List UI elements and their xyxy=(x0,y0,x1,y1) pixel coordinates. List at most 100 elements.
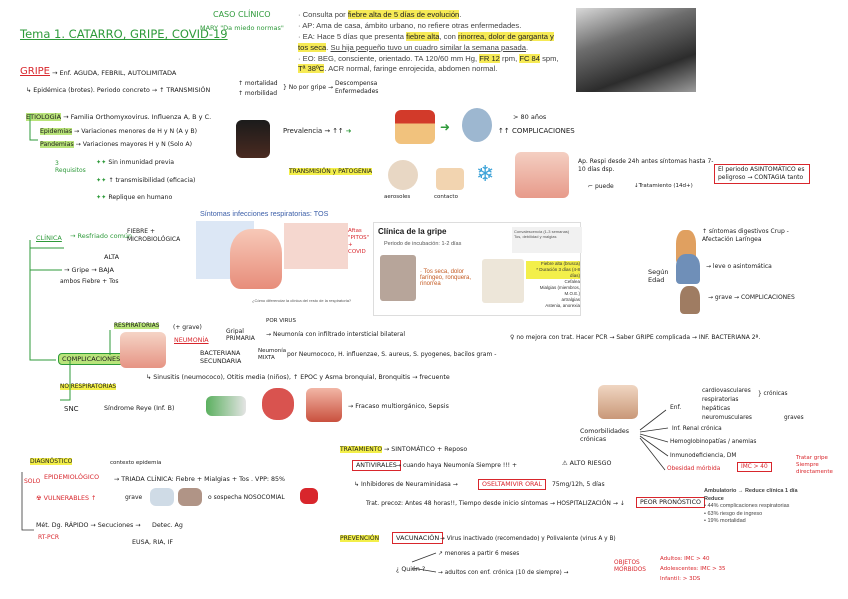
tos-slide-q: ¿Cómo diferenciar la clínica del resto d… xyxy=(252,298,352,303)
lungs-image-2 xyxy=(120,332,166,368)
gripe-epi: ↳ Epidémica (brotes). Periodo concreto →… xyxy=(26,87,211,94)
gripe-def: → Enf. AGUDA, FEBRIL, AUTOLIMITADA xyxy=(52,69,177,77)
complicaciones-up: ↑↑ COMPLICACIONES xyxy=(498,127,575,135)
gripe-desc: Descompensa Enfermedades xyxy=(335,80,379,95)
contexto: contexto epidemia xyxy=(110,460,162,466)
tos-slide-lungs xyxy=(230,229,282,289)
vulnerables: ☢ VULNERABLES ↑ xyxy=(36,495,97,502)
prevalencia: Prevalencia → ↑↑ ➜ xyxy=(283,127,352,135)
c3: hepáticas xyxy=(702,406,731,412)
menores: ↗ menores a partir 6 meses xyxy=(438,551,520,557)
enf: Enf. xyxy=(670,404,682,411)
elder-icon-2 xyxy=(680,286,700,314)
reye: Síndrome Reye (Inf. B) xyxy=(104,405,175,412)
snc: SNC xyxy=(64,405,79,413)
snowflake-icon: ❄ xyxy=(476,162,495,187)
hospital-sign xyxy=(300,488,318,504)
alta: ALTA xyxy=(104,253,120,261)
triada: → TRIADA CLÍNICA: Fiebre + Mialgias + To… xyxy=(114,476,286,483)
requisitos: 3 Requisitos xyxy=(55,160,86,174)
detec: Detec. Ag xyxy=(152,522,183,529)
film-photo xyxy=(576,8,696,92)
bacteriana: BACTERIANA SECUNDARIA xyxy=(200,350,242,365)
inmuno: Inmunodeficiencia, DM xyxy=(670,453,737,459)
diag-epi: EPIDEMIOLÓGICO xyxy=(44,474,100,481)
cronicas-label: Comorbilidades crónicas xyxy=(580,428,630,443)
oseltamivir: OSELTAMIVIR ORAL xyxy=(478,479,546,490)
gripe-mort: ↑ mortalidad xyxy=(238,80,278,87)
amb-box: Ambulatorio → Reduce clínica 1 día Reduc… xyxy=(704,488,798,524)
gripe-label: GRIPE xyxy=(20,66,50,77)
cuando: → cuando haya Neumonía Siempre !!! + xyxy=(396,462,517,469)
otras: ↳ Sinusitis (neumococo), Otitis media (n… xyxy=(146,374,450,381)
etio-row: ETIOLOGÍA → Familia Orthomyxovirus. Infl… xyxy=(26,113,212,121)
case-text: · Consulta por fiebre alta de 5 días de … xyxy=(298,10,559,74)
baja: → Gripe → BAJA xyxy=(64,266,114,274)
patient-photo xyxy=(150,488,174,506)
edad-label: Según Edad xyxy=(648,268,669,284)
quien: ¿ Quién ? xyxy=(396,566,426,573)
c2: respiratorias xyxy=(702,397,739,403)
elderly-photo xyxy=(178,488,202,506)
tos-slide: Síntomas infecciones respiratorias: TOS … xyxy=(192,207,368,309)
adultos: → adultos con enf. crónica (10 de siempr… xyxy=(438,570,569,576)
resp-window: Ap. Respi desde 24h antes síntomas hasta… xyxy=(578,158,714,173)
incubation: Periodo de incubación: 1-2 días xyxy=(384,241,462,247)
conval-box: Convalescencia (1-3 semanas)Tos, debilid… xyxy=(512,227,582,253)
edad-2: → leve o asintomática xyxy=(706,263,772,270)
treat: ↓Tratamiento (14d+) xyxy=(634,183,693,189)
clinica-gripe-title: Clínica de la gripe xyxy=(378,227,447,236)
lungs-image xyxy=(515,152,569,198)
adult-icon xyxy=(676,254,700,284)
epid-row: Epidemias → Variaciones menores de H y N… xyxy=(40,128,198,135)
fracaso: → Fracaso multiorgánico, Sepsis xyxy=(348,403,449,410)
tos-slide-title: Síntomas infecciones respiratorias: TOS xyxy=(200,209,329,218)
flu-symptom-list: Fiebre alta (brusca) * Duración 3 días (… xyxy=(526,261,580,309)
edad-1: ↑ síntomas digestivos Crup - Afectación … xyxy=(702,228,789,243)
prev-label: PREVENCIÓN xyxy=(340,535,380,542)
req-2: ✦✦ ↑ transmisibilidad (eficacia) xyxy=(96,177,196,184)
prev-note: > 80 años xyxy=(513,113,547,121)
vac-virus: → Virus inactivado (recomendado) y Poliv… xyxy=(440,536,616,542)
puede: ⌐ puede xyxy=(588,183,614,190)
precoz: Trat. precoz: Antes 48 horas!!, Tiempo d… xyxy=(366,500,625,507)
flu-symptoms: · Tos seca, dolor faríngeo, ronquera, ri… xyxy=(420,269,472,287)
asint-box: El periodo ASINTOMÁTICO es peligroso → C… xyxy=(714,164,810,184)
woman-sneeze xyxy=(380,255,416,301)
neumonia-label: NEUMONÍA xyxy=(174,337,209,344)
organs-image xyxy=(306,388,342,422)
c1: cardiovasculares xyxy=(702,388,751,394)
noresp-label: NO RESPIRATORIAS xyxy=(60,384,117,390)
complic-label: COMPLICACIONES xyxy=(58,353,125,365)
vacunacion: VACUNACIÓN xyxy=(392,532,444,544)
faringo: FIEBRE + MICROBIOLÓGICA xyxy=(127,228,181,243)
diag-grave: grave xyxy=(125,494,143,501)
trans-label: TRANSMISIÓN y PATOGENIA xyxy=(289,168,373,175)
nosocomial: o sospecha NOSOCOMIAL xyxy=(208,494,285,501)
diag-label: DIAGNÓSTICO xyxy=(30,458,73,465)
objetivo: OBJETOS MORBIDOS xyxy=(614,560,646,573)
aerosol-label: aerosoles xyxy=(384,194,411,200)
resp-label: RESPIRATORIAS xyxy=(114,323,160,329)
diag-dx: Mét. Dg. RÁPIDO → Secuciones → xyxy=(36,522,141,529)
heart-image xyxy=(262,388,294,420)
alto-riesgo: ⚠ ALTO RIESGO xyxy=(562,460,612,467)
medicine-box xyxy=(206,396,246,416)
gripe-morb: ↑ morbilidad xyxy=(238,90,278,97)
contacto-label: contacto xyxy=(434,194,458,200)
rtpcr: RT-PCR xyxy=(38,534,59,541)
sick-man xyxy=(482,259,524,303)
infiltrado: → Neumonía con infiltrado intersticial b… xyxy=(266,331,405,338)
tos-note: Aftas"PITOS"+COVID xyxy=(348,228,370,255)
eusa: EUSA, RIA, IF xyxy=(132,539,174,546)
clinica-gripe-slide: Clínica de la gripe Periodo de incubació… xyxy=(373,222,582,316)
case-subheading: MARY "Da miedo normas" xyxy=(200,24,284,32)
woman-photo xyxy=(236,120,270,158)
case-heading: CASO CLÍNICO xyxy=(213,10,271,19)
cronicas-lbl: } crónicas xyxy=(758,391,788,397)
elder-icon xyxy=(462,108,492,142)
dosis: 75mg/12h, 5 días xyxy=(552,481,605,488)
antivirales: ANTIVIRALES xyxy=(352,460,401,471)
diag-solo: SOLO xyxy=(24,478,41,485)
agentes: por Neumococo, H. influenzae, S. aureus,… xyxy=(287,351,497,358)
